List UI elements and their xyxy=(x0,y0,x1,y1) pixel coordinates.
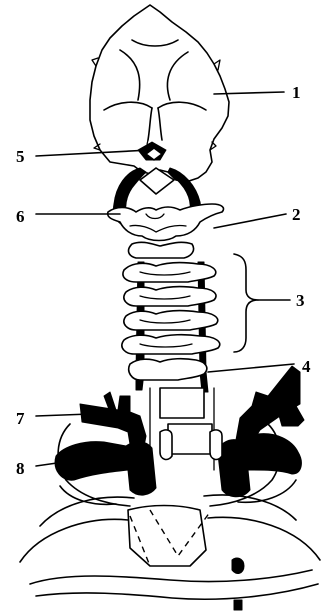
vertebra-c6 xyxy=(122,335,220,354)
label-2: 2 xyxy=(292,205,301,224)
leader-line-2 xyxy=(214,214,286,228)
upper-thoracic-column xyxy=(150,388,214,470)
leader-line-4 xyxy=(208,364,294,372)
label-4: 4 xyxy=(302,357,311,376)
vertebra-c3 xyxy=(123,263,216,282)
label-7: 7 xyxy=(16,409,25,428)
atlas-axis xyxy=(108,204,224,258)
vertebra-c4 xyxy=(124,287,216,306)
label-3: 3 xyxy=(296,291,305,310)
bracket-3 xyxy=(234,254,258,352)
label-6: 6 xyxy=(16,207,25,226)
vertebra-c7 xyxy=(129,359,207,380)
label-1: 1 xyxy=(292,83,301,102)
vertebra-c5 xyxy=(124,311,218,330)
label-5: 5 xyxy=(16,147,25,166)
label-8: 8 xyxy=(16,459,25,478)
